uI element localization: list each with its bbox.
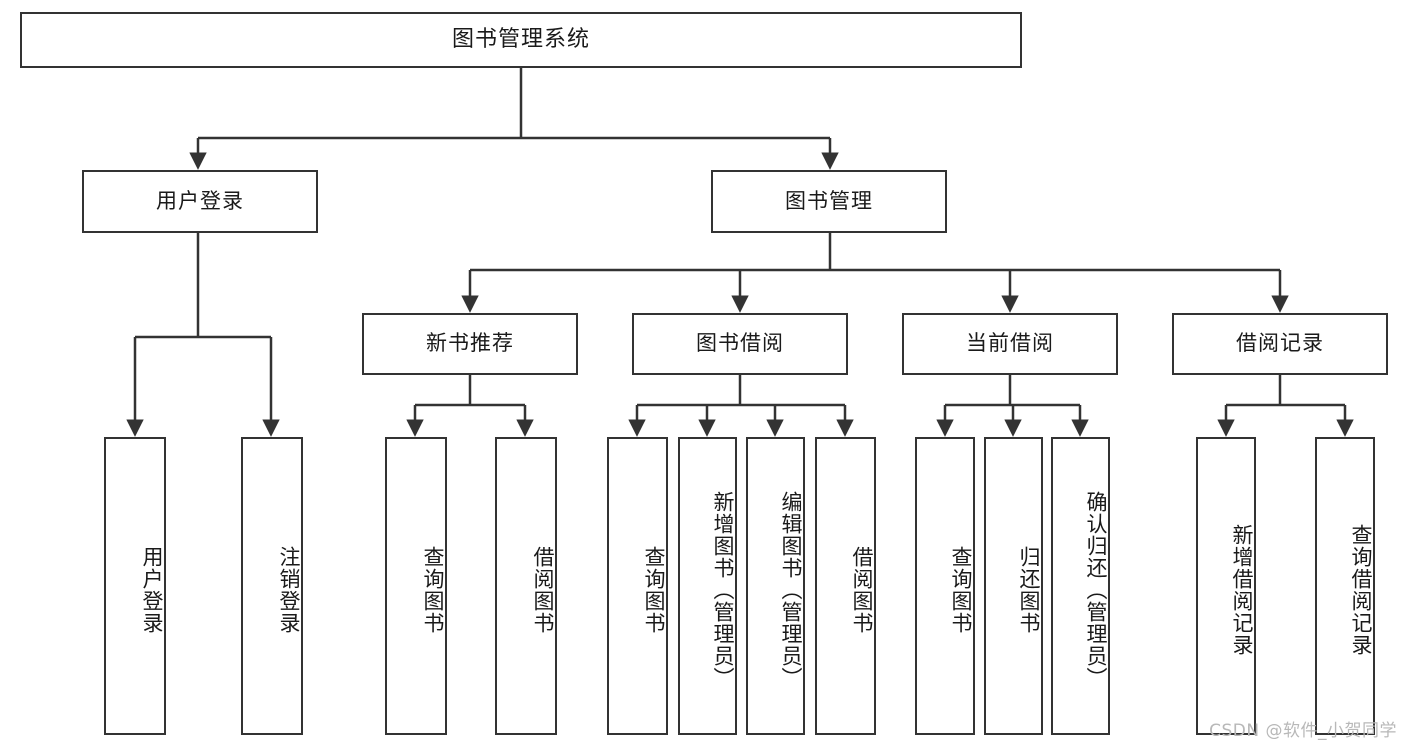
node-label: 借阅记录 bbox=[1236, 331, 1324, 356]
node-current-borrow[interactable]: 当前借阅 bbox=[902, 313, 1118, 375]
node-book-borrow[interactable]: 图书借阅 bbox=[632, 313, 848, 375]
node-label: 注销登录 bbox=[277, 546, 301, 634]
node-label: 查询图书 bbox=[949, 546, 973, 634]
node-label: 确认归还（管理员） bbox=[1084, 491, 1108, 689]
node-leaf-logout-login[interactable]: 注销登录 bbox=[241, 437, 303, 735]
node-label: 归还图书 bbox=[1017, 546, 1041, 634]
node-leaf-borrow-book-1[interactable]: 借阅图书 bbox=[495, 437, 557, 735]
node-label: 查询图书 bbox=[421, 546, 445, 634]
node-label: 查询借阅记录 bbox=[1349, 524, 1373, 656]
node-leaf-user-login[interactable]: 用户登录 bbox=[104, 437, 166, 735]
node-label: 新增图书（管理员） bbox=[711, 491, 735, 689]
node-leaf-return-book[interactable]: 归还图书 bbox=[984, 437, 1043, 735]
node-new-book-recommend[interactable]: 新书推荐 bbox=[362, 313, 578, 375]
node-label: 新增借阅记录 bbox=[1230, 524, 1254, 656]
node-label: 图书管理系统 bbox=[451, 26, 590, 52]
node-label: 查询图书 bbox=[642, 546, 666, 634]
node-leaf-query-book-3[interactable]: 查询图书 bbox=[915, 437, 975, 735]
node-label: 借阅图书 bbox=[531, 546, 555, 634]
node-leaf-confirm-return[interactable]: 确认归还（管理员） bbox=[1051, 437, 1110, 735]
node-leaf-edit-book[interactable]: 编辑图书（管理员） bbox=[746, 437, 805, 735]
node-leaf-borrow-book-2[interactable]: 借阅图书 bbox=[815, 437, 876, 735]
node-label: 借阅图书 bbox=[850, 546, 874, 634]
node-label: 当前借阅 bbox=[966, 331, 1054, 356]
node-root-book-management-system[interactable]: 图书管理系统 bbox=[20, 12, 1022, 68]
node-leaf-query-record[interactable]: 查询借阅记录 bbox=[1315, 437, 1375, 735]
node-leaf-query-book-2[interactable]: 查询图书 bbox=[607, 437, 668, 735]
node-label: 图书管理 bbox=[785, 188, 873, 213]
node-leaf-add-record[interactable]: 新增借阅记录 bbox=[1196, 437, 1256, 735]
node-label: 编辑图书（管理员） bbox=[779, 491, 803, 689]
node-user-login[interactable]: 用户登录 bbox=[82, 170, 318, 233]
node-label: 用户登录 bbox=[156, 188, 244, 213]
node-label: 用户登录 bbox=[140, 546, 164, 634]
watermark-text: CSDN @软件_小贺同学 bbox=[1209, 721, 1397, 741]
node-borrow-record[interactable]: 借阅记录 bbox=[1172, 313, 1388, 375]
node-label: 新书推荐 bbox=[426, 331, 514, 356]
node-leaf-add-book[interactable]: 新增图书（管理员） bbox=[678, 437, 737, 735]
node-book-management[interactable]: 图书管理 bbox=[711, 170, 947, 233]
node-label: 图书借阅 bbox=[696, 331, 784, 356]
node-leaf-query-book-1[interactable]: 查询图书 bbox=[385, 437, 447, 735]
